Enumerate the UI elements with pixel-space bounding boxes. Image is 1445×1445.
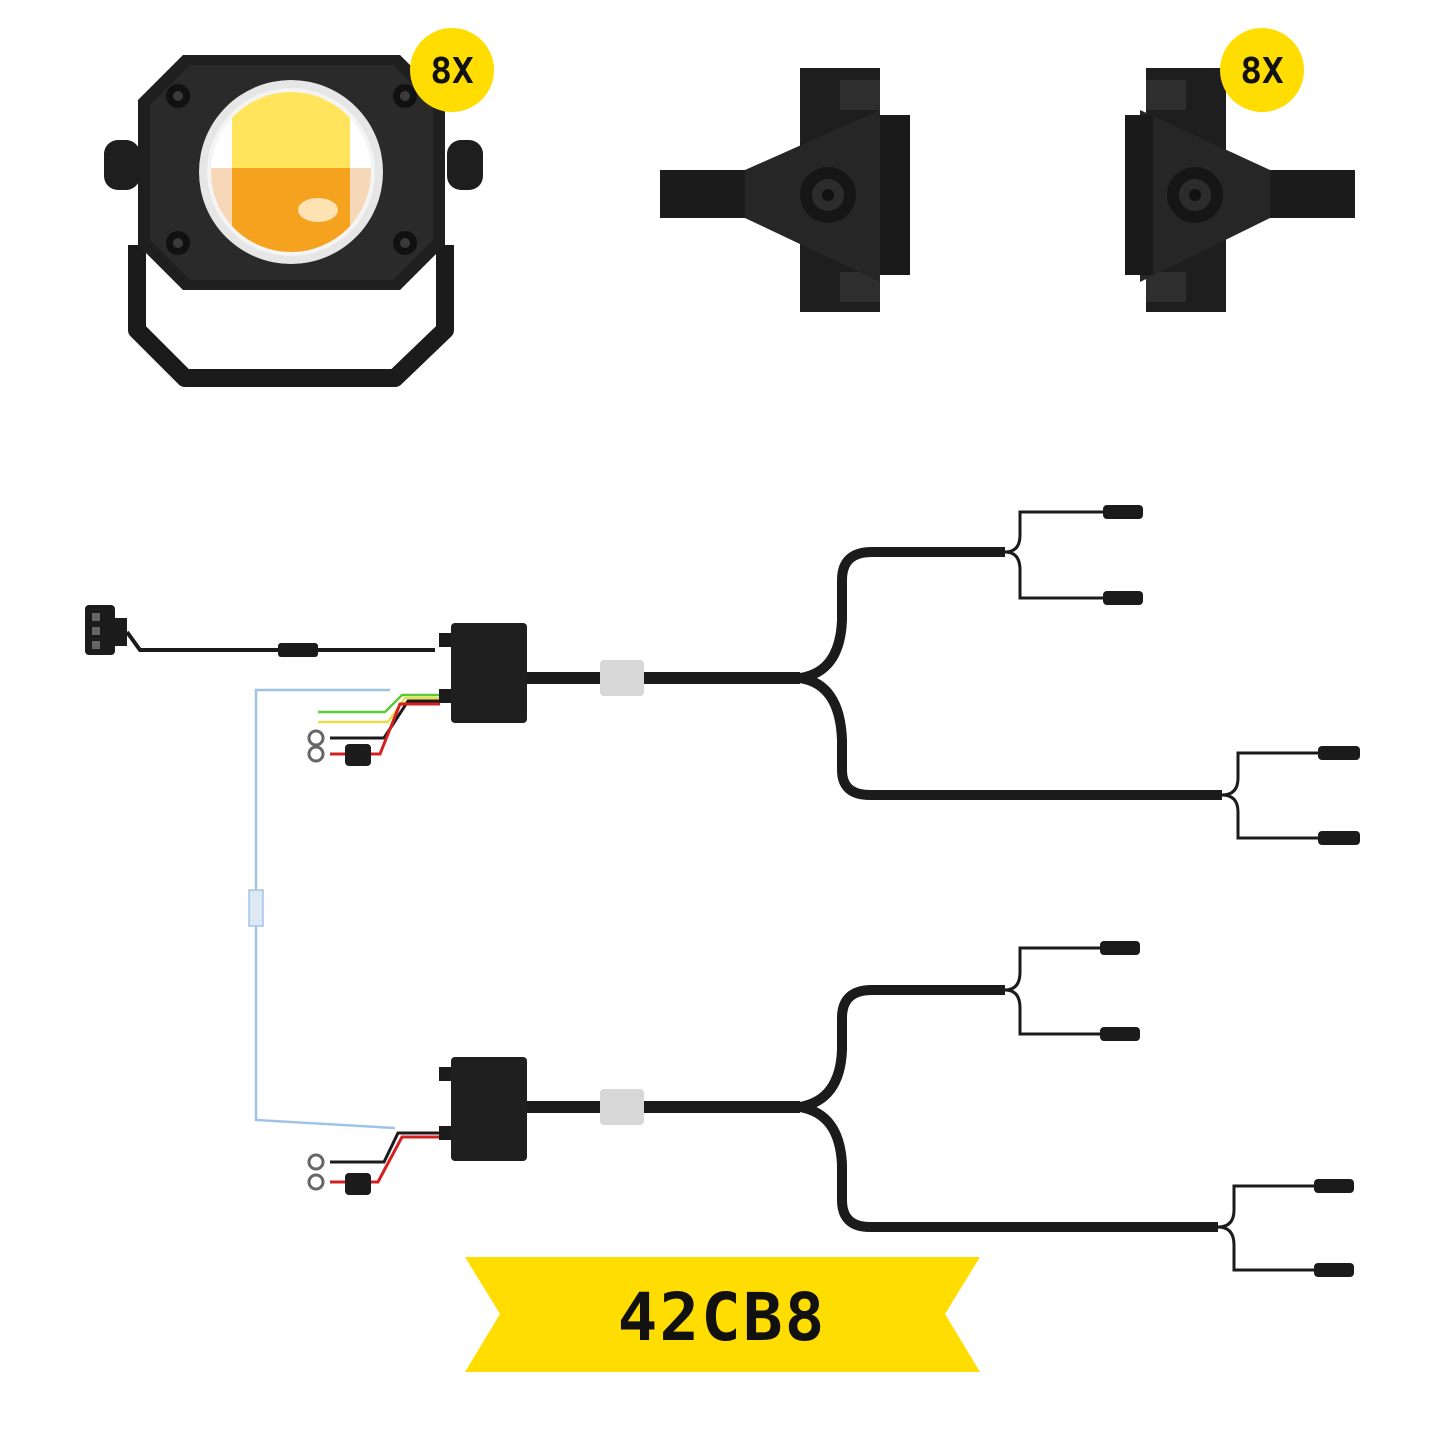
wiring-harness-top: [85, 505, 1360, 1130]
bracket-quantity-badge: 8X: [1220, 28, 1304, 112]
mounting-bracket-left-icon: [660, 68, 910, 312]
fuse-holder-icon: [345, 744, 371, 766]
control-box-icon: [439, 1057, 527, 1161]
model-code-text: 42CB8: [618, 1279, 827, 1356]
control-box-icon: [439, 623, 527, 723]
led-pod-light-icon: [104, 55, 483, 387]
light-quantity-text: 8X: [430, 51, 474, 92]
bracket-quantity-text: 8X: [1240, 51, 1284, 92]
fuse-holder-icon: [345, 1173, 371, 1195]
mounting-bracket-right-icon: [1125, 68, 1355, 312]
wiring-harness-bottom: [307, 941, 1354, 1277]
rocker-switch-icon: [85, 605, 127, 655]
light-quantity-badge: 8X: [410, 28, 494, 112]
model-banner: 42CB8: [465, 1257, 980, 1372]
